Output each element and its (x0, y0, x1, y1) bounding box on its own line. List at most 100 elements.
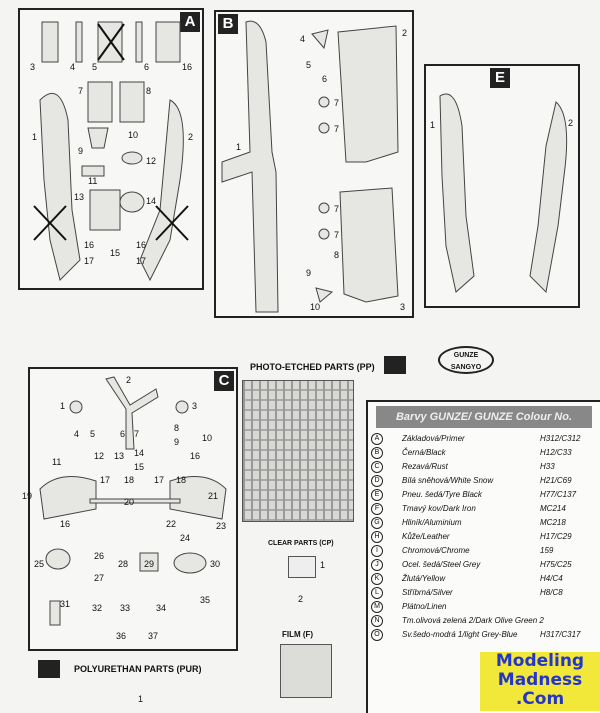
part-number: 22 (166, 519, 177, 529)
part-number: 9 (78, 146, 84, 156)
part-number: 14 (146, 196, 157, 206)
photo-etched-fret (242, 380, 354, 522)
part-number: 12 (94, 451, 105, 461)
colour-value: H8/C8 (540, 588, 563, 597)
part-number: 15 (110, 248, 121, 258)
part-number: 25 (34, 559, 45, 569)
panel-c-drawing (39, 376, 227, 626)
part-number: 12 (146, 156, 157, 166)
panel-b-drawing (221, 20, 399, 313)
part-number: 9 (174, 437, 180, 447)
colour-value: H317/C317 (540, 630, 581, 639)
colour-row: L Stříbrná/Silver H8/C8 (368, 586, 600, 600)
part-number: 10 (202, 433, 213, 443)
colour-value: H312/C312 (540, 434, 581, 443)
colour-name: Základová/Primer (402, 434, 465, 443)
watermark-line: .Com (515, 689, 565, 709)
colour-code: C (371, 461, 383, 473)
colour-name: Ocel. šedá/Steel Grey (402, 560, 481, 569)
part-number: 17 (136, 256, 147, 266)
colour-name: Chromová/Chrome (402, 546, 470, 555)
part-number: 9 (306, 268, 312, 278)
colour-name: Bílá sněhová/White Snow (402, 476, 494, 485)
part-number: 6 (144, 62, 150, 72)
part-number: 24 (180, 533, 191, 543)
part-number: 16 (190, 451, 201, 461)
panel-c: C 1 2 3 4 5 6 7 8 9 10 11 12 13 14 15 16… (22, 367, 238, 651)
colour-code: K (371, 573, 383, 585)
part-number: 16 (136, 240, 147, 250)
part-number: 17 (100, 475, 111, 485)
part-number: 4 (70, 62, 76, 72)
colour-code: E (371, 489, 383, 501)
part-number: 5 (92, 62, 98, 72)
part-number: 19 (22, 491, 33, 501)
part-number: 10 (310, 302, 321, 312)
colour-code: B (371, 447, 383, 459)
colour-value: H4/C4 (540, 574, 563, 583)
part-number: 15 (134, 462, 145, 472)
part-number: 5 (306, 60, 312, 70)
part-number: 23 (216, 521, 227, 531)
film-label: FILM (F) (282, 630, 314, 639)
part-number: 7 (334, 124, 340, 134)
part-number: 7 (134, 429, 140, 439)
colour-name: Sv.šedo-modrá 1/light Grey-Blue (402, 630, 518, 639)
colour-code: O (371, 629, 383, 641)
colour-name: Černá/Black (402, 448, 446, 457)
colour-value: H33 (540, 462, 555, 471)
colour-value: H21/C69 (540, 476, 572, 485)
part-number: 3 (400, 302, 406, 312)
polyurethan-label: POLYURETHAN PARTS (PUR) (74, 664, 202, 674)
panel-a-drawing (33, 21, 189, 282)
part-number: 16 (182, 62, 193, 72)
colour-code: A (371, 433, 383, 445)
colour-row: O Sv.šedo-modrá 1/light Grey-Blue H317/C31… (368, 628, 600, 642)
part-number: 2 (568, 118, 574, 128)
colour-name: Tm.olivová zelená 2/Dark Olive Green 2 (402, 616, 544, 625)
part-number: 26 (94, 551, 105, 561)
part-number: 11 (88, 176, 98, 186)
part-number: 29 (144, 559, 155, 569)
part-number: 5 (90, 429, 96, 439)
part-number: 1 (32, 132, 38, 142)
part-number: 34 (156, 603, 167, 613)
colour-row: A Základová/Primer H312/C312 (368, 432, 600, 446)
colour-name: Tmavý kov/Dark Iron (402, 504, 476, 513)
colour-name: Kůže/Leather (402, 532, 450, 541)
clear-part (288, 556, 316, 578)
part-number: 17 (154, 475, 165, 485)
panel-e: E 1 2 (424, 64, 580, 308)
part-number: 7 (334, 204, 340, 214)
part-number: 8 (334, 250, 340, 260)
part-number: 36 (116, 631, 127, 641)
part-number: 4 (74, 429, 80, 439)
colour-code: D (371, 475, 383, 487)
part-number: 16 (60, 519, 71, 529)
photo-etched-label: PHOTO-ETCHED PARTS (PP) (250, 362, 375, 372)
colour-code: L (371, 587, 383, 599)
panel-c-label: C (214, 371, 234, 391)
colour-name: Stříbrná/Silver (402, 588, 453, 597)
colour-value: H77/C137 (540, 490, 577, 499)
arrow-icon (38, 660, 60, 678)
clear-part-number: 2 (298, 594, 304, 604)
part-number: 11 (52, 457, 62, 467)
watermark-line: Modeling (495, 651, 585, 671)
part-number: 37 (148, 631, 159, 641)
colour-name: Žlutá/Yellow (402, 574, 446, 583)
part-number: 17 (84, 256, 95, 266)
film-sheet (280, 644, 332, 698)
part-number: 16 (84, 240, 95, 250)
part-number: 20 (124, 497, 135, 507)
part-number: 3 (30, 62, 36, 72)
